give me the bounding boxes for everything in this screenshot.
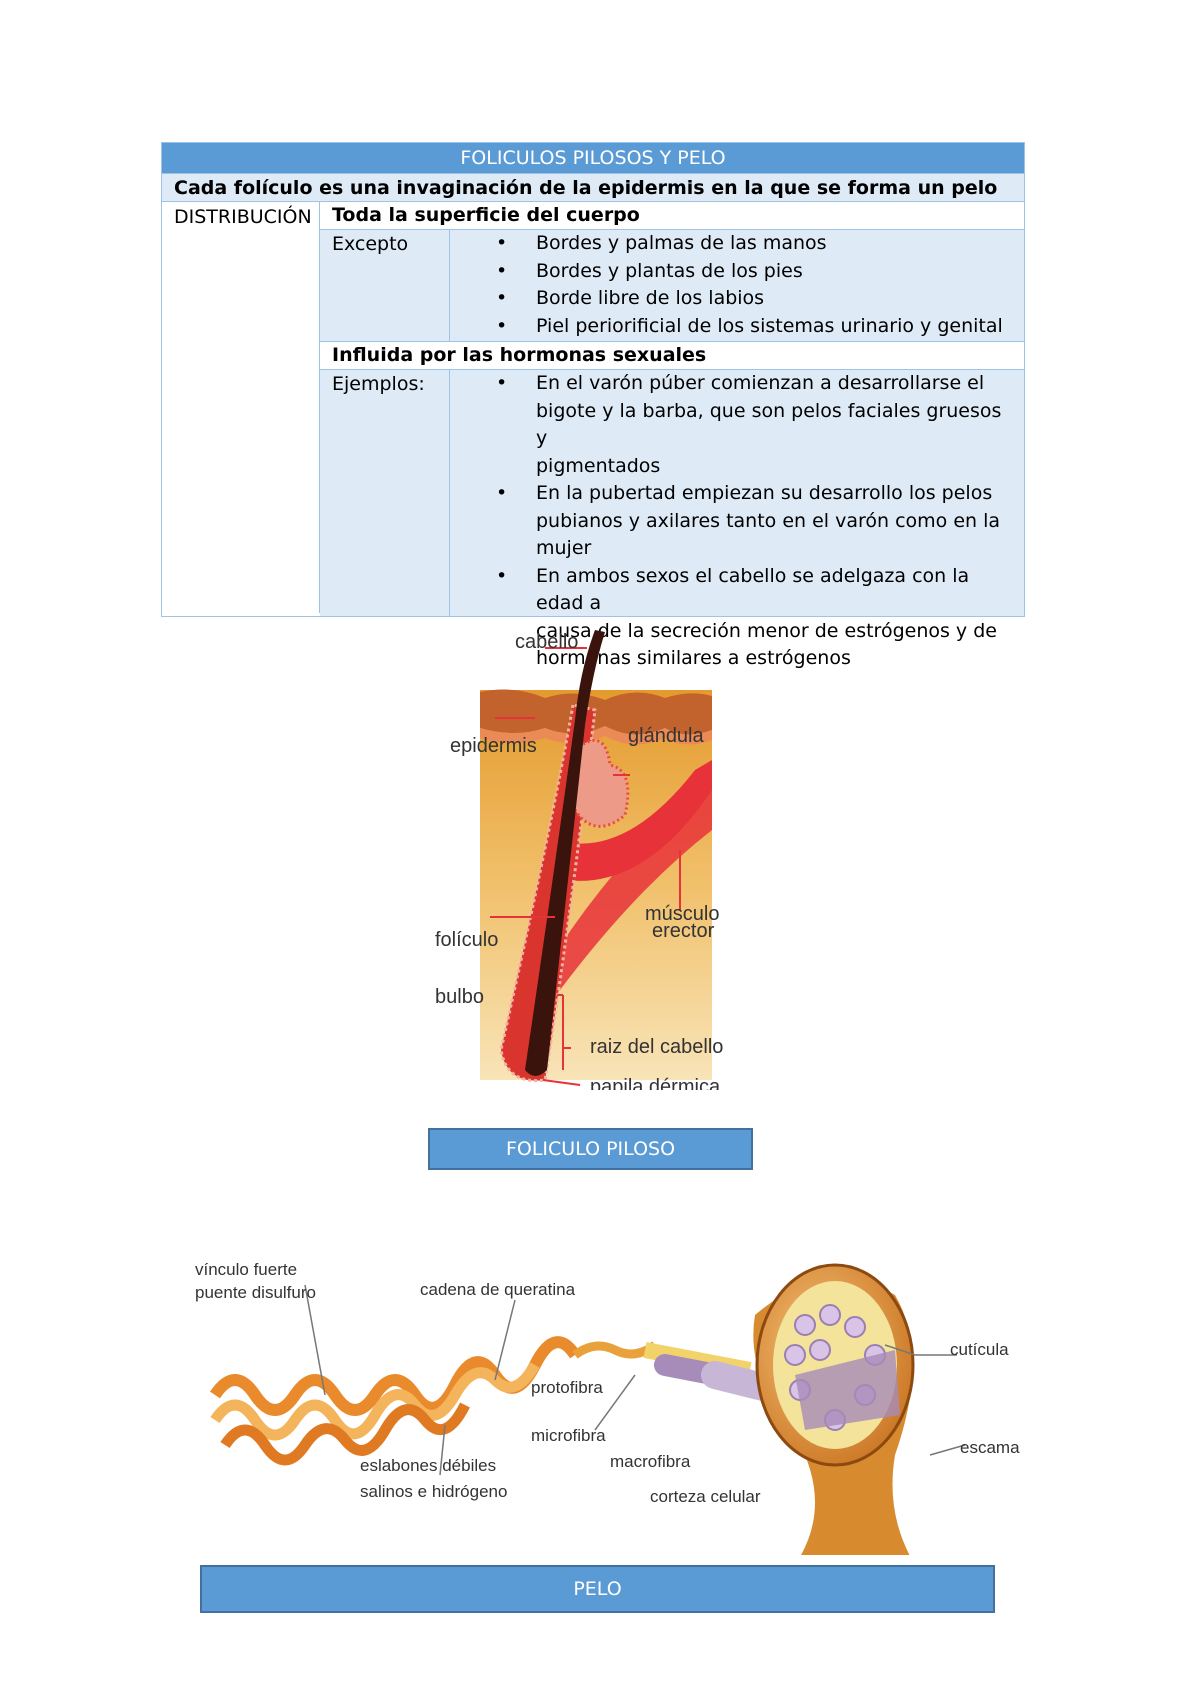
distribution-label: DISTRIBUCIÓN [162, 201, 320, 613]
label-cuticula: cutícula [950, 1340, 1009, 1359]
label-vinculo: vínculo fuerte [195, 1260, 297, 1279]
table-header: FOLICULOS PILOSOS Y PELO [162, 143, 1024, 173]
label-microfibra: microfibra [531, 1426, 606, 1445]
label-glandula: glándula [628, 725, 705, 747]
except-list: •Bordes y palmas de las manos •Bordes y … [450, 230, 1024, 340]
table-subtitle: Cada folículo es una invaginación de la … [162, 173, 1024, 201]
label-salinos: salinos e hidrógeno [360, 1482, 507, 1501]
label-papila: papila dérmica [590, 1076, 721, 1090]
list-item: •En el varón púber comienzan a desarroll… [496, 372, 1002, 477]
label-raiz: raiz del cabello [590, 1036, 723, 1058]
list-item: •En ambos sexos el cabello se adelgaza c… [496, 564, 997, 670]
label-eslabones: eslabones débiles [360, 1456, 496, 1475]
list-item: •Piel periorificial de los sistemas urin… [496, 314, 1003, 337]
hair-structure-illustration: vínculo fuerte puente disulfuro cadena d… [195, 1255, 1025, 1565]
label-cadena: cadena de queratina [420, 1280, 576, 1299]
follicle-table: FOLICULOS PILOSOS Y PELO Cada folículo e… [161, 142, 1025, 669]
except-label: Excepto [320, 230, 450, 341]
label-foliculo: folículo [435, 929, 498, 951]
label-corteza: corteza celular [650, 1487, 761, 1506]
label-escama: escama [960, 1438, 1020, 1457]
examples-label: Ejemplos: [320, 370, 450, 616]
except-row: Excepto •Bordes y palmas de las manos •B… [320, 229, 1024, 341]
label-puente: puente disulfuro [195, 1283, 316, 1302]
list-item: •Bordes y palmas de las manos [496, 232, 827, 254]
hair-follicle-illustration: cabello epidermis glándula músculo erect… [435, 630, 765, 1098]
label-bulbo: bulbo [435, 986, 484, 1008]
follicle-caption: FOLICULO PILOSO [428, 1128, 753, 1170]
examples-list: •En el varón púber comienzan a desarroll… [450, 370, 1024, 673]
label-musculo: músculo [645, 903, 719, 925]
examples-row: Ejemplos: •En el varón púber comienzan a… [320, 369, 1024, 669]
list-item: •Bordes y plantas de los pies [496, 259, 803, 282]
list-item: •Borde libre de los labios [496, 287, 765, 309]
hair-caption: PELO [200, 1565, 995, 1613]
label-macrofibra: macrofibra [610, 1452, 691, 1471]
whole-body-row: Toda la superficie del cuerpo [320, 201, 1024, 229]
hormones-row: Influida por las hormonas sexuales [320, 341, 1024, 369]
label-epidermis: epidermis [450, 735, 537, 757]
label-erector: erector [652, 920, 715, 942]
label-protofibra: protofibra [531, 1378, 603, 1397]
label-cabello: cabello [515, 631, 578, 653]
list-item: •En la pubertad empiezan su desarrollo l… [496, 482, 1001, 559]
